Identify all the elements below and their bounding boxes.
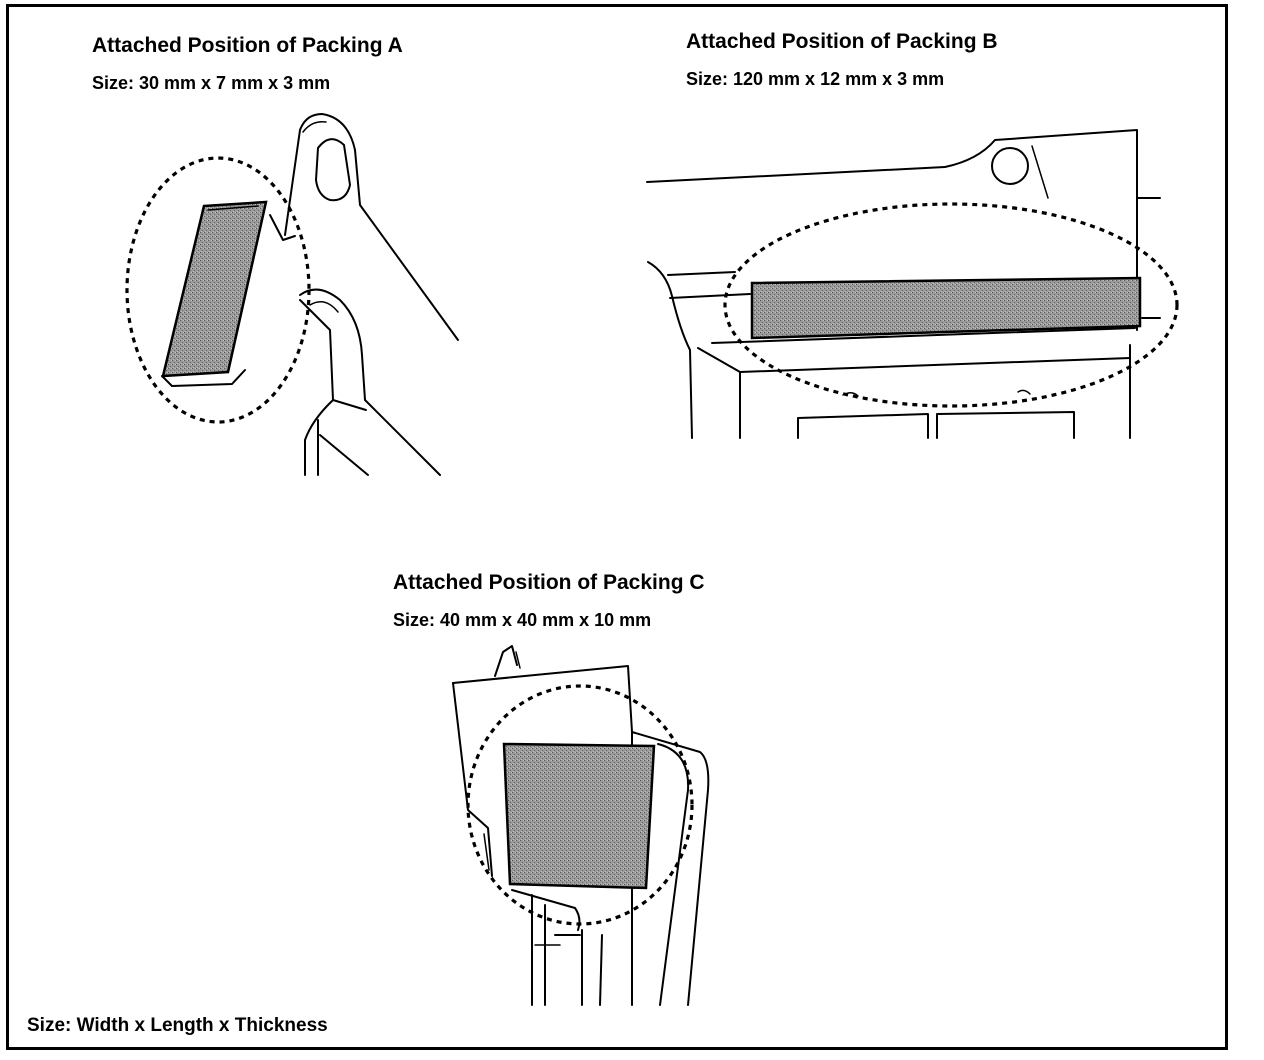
packing-a-size: Size: 30 mm x 7 mm x 3 mm xyxy=(92,73,331,93)
packing-c-illustration xyxy=(452,645,710,1006)
packing-b-illustration xyxy=(646,129,1179,439)
packing-a-title: Attached Position of Packing A xyxy=(92,34,403,57)
packing-c-size: Size: 40 mm x 40 mm x 10 mm xyxy=(393,610,652,630)
packing-b-pad xyxy=(750,276,1142,340)
packing-a-pad xyxy=(161,200,268,378)
packing-a-illustration xyxy=(125,113,459,476)
size-legend-footnote: Size: Width x Length x Thickness xyxy=(27,1015,328,1036)
packing-c-highlight-circle xyxy=(466,684,694,926)
packing-a-highlight-circle xyxy=(125,156,311,424)
diagram-frame xyxy=(6,4,1228,1050)
packing-c-pad xyxy=(502,742,656,890)
packing-c-title: Attached Position of Packing C xyxy=(393,571,705,594)
packing-b-highlight-circle xyxy=(723,202,1179,408)
packing-b-title: Attached Position of Packing B xyxy=(686,30,998,53)
packing-b-size: Size: 120 mm x 12 mm x 3 mm xyxy=(686,69,945,89)
